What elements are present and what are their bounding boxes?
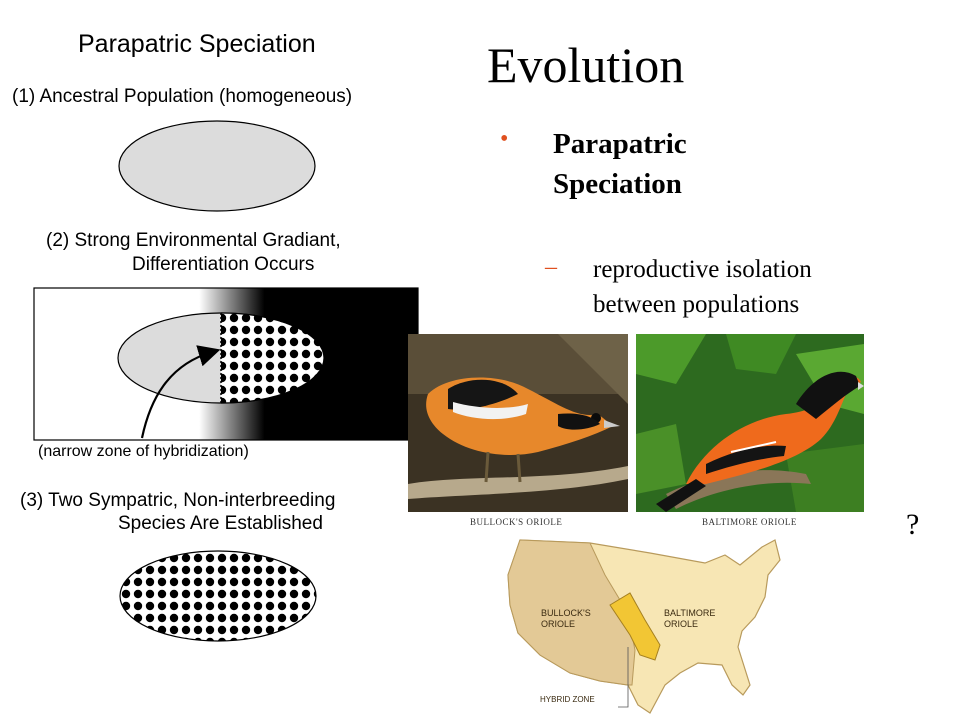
baltimore-oriole-photo: [636, 334, 864, 512]
sub-bullet-text: reproductive isolation between populatio…: [593, 256, 812, 318]
bullocks-oriole-photo: [408, 334, 628, 512]
hybrid-zone: [609, 592, 661, 661]
hybridization-label: (narrow zone of hybridization): [38, 443, 249, 460]
ancestral-population: [118, 120, 316, 212]
slide-title: Evolution: [487, 37, 685, 93]
hybrid-zone-leader: [618, 647, 629, 708]
map-label-bullock-line2: ORIOLE: [541, 619, 576, 629]
map-label-baltimore: BALTIMORE ORIOLE: [664, 608, 715, 630]
step-3-label-line2: Species Are Established: [118, 513, 323, 534]
bullocks-oriole-caption: BULLOCK'S ORIOLE: [470, 517, 563, 527]
sub-bullet-marker: –: [545, 254, 557, 280]
baltimore-oriole-caption: BALTIMORE ORIOLE: [702, 517, 797, 527]
step-1-label: (1) Ancestral Population (homogeneous): [12, 86, 353, 107]
step-2-label-line1: (2) Strong Environmental Gradiant,: [46, 230, 341, 251]
bullet-marker: •: [500, 126, 509, 152]
step-3-label-line1: (3) Two Sympatric, Non-interbreeding: [20, 490, 336, 511]
map-label-bullock-line1: BULLOCK'S: [541, 608, 591, 618]
question-mark: ?: [906, 508, 920, 541]
diagram-title: Parapatric Speciation: [78, 30, 316, 58]
map-label-baltimore-line1: BALTIMORE: [664, 608, 716, 618]
map-label-hybrid-zone: HYBRID ZONE: [540, 695, 595, 704]
diverging-population-right: [221, 313, 324, 403]
speciation-diagram: [33, 120, 419, 642]
two-species-population: [119, 550, 317, 642]
bullet-text: Parapatric Speciation: [553, 128, 687, 200]
oriole-range-map: [507, 539, 781, 714]
step-2-label-line2: Differentiation Occurs: [132, 254, 315, 275]
map-label-baltimore-line2: ORIOLE: [664, 619, 699, 629]
map-label-bullock: BULLOCK'S ORIOLE: [541, 608, 591, 630]
ellipse-right-outline: [220, 312, 325, 404]
hybrid-arrow: [140, 345, 221, 439]
